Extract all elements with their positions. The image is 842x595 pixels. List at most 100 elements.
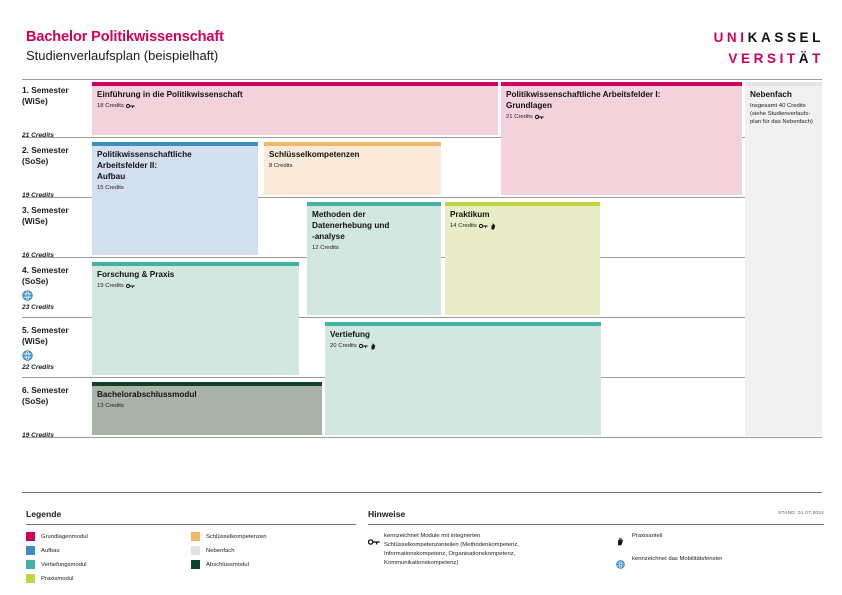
legend-swatch [26,560,35,569]
module-title: Praktikum [450,210,490,219]
hint-label: kennzeichnet das Mobilitätsfenster [632,556,723,562]
legend-label: Aufbau [41,547,60,554]
hinweise-rule [368,524,824,525]
module-title-line2: Grundlagen [506,100,552,110]
module-title: Nebenfach [750,90,792,99]
university-logo: UNIKASSEL VERSITÄT [714,28,824,70]
semester-2-name: 2. Semester [22,145,69,155]
module-color-bar [445,202,600,206]
semester-2-credits: 19 Credits [22,192,54,200]
hinweise: Hinweise STAND: 01.07.2024 kennzeichnet … [367,509,824,578]
page-title: Bachelor Politikwissenschaft [26,29,224,45]
row-divider-top [22,79,822,80]
semester-6-term: (SoSe) [22,396,49,407]
logo-kassel: KASSEL [747,30,824,45]
sidebar-item-semester-4: 4. Semester(SoSe) 23 Credits [22,265,88,311]
module-color-bar [92,142,258,146]
module-arbeitsfelder-2[interactable]: Politikwissenschaftliche Arbeitsfelder I… [92,142,258,255]
logo-uni: UNI [713,30,748,45]
hint-mobilitaetsfenster: kennzeichnet das Mobilitätsfenster [616,555,816,574]
hinweise-title: Hinweise [368,509,406,519]
legend-swatch [26,532,35,541]
legend-swatch [191,546,200,555]
module-color-bar [92,82,498,86]
module-title: Schlüsselkompetenzen [269,150,360,159]
legend-item-grundlagenmodul: Grundlagenmodul [26,532,191,541]
legend-swatch [26,574,35,583]
module-color-bar [92,262,299,266]
module-title-line1: Methoden der [312,210,366,219]
legend-swatch [191,532,200,541]
legend-label: Abschlussmodul [206,561,249,568]
semester-3-credits: 16 Credits [22,252,54,260]
hand-icon [491,223,496,230]
legend: Legende Grundlagenmodul Aufbau Vertiefun… [26,509,356,588]
module-arbeitsfelder-1[interactable]: Politikwissenschaftliche Arbeitsfelder I… [501,82,742,195]
legend-label: Praxismodul [41,575,74,582]
module-title-line2: Arbeitsfelder II: [97,160,158,170]
hand-icon [371,343,376,350]
module-praktikum[interactable]: Praktikum 14 Credits [445,202,600,315]
module-title-line2: Datenerhebung und [312,220,390,230]
hint-line-3: Informationskompetenz, Organisationskomp… [384,550,516,557]
row-divider-6 [22,437,822,438]
legend-column-right: Schlüsselkompetenzen Nebenfach Abschluss… [191,532,356,588]
module-forschung-praxis[interactable]: Forschung & Praxis 19 Credits [92,262,299,375]
logo-t: T [812,50,824,66]
module-schluesselkompetenzen[interactable]: Schlüsselkompetenzen 8 Credits [264,142,441,195]
module-credits: 15 Credits [97,184,124,191]
legend-title: Legende [26,509,62,519]
legend-item-vertiefungsmodul: Vertiefungsmodul [26,560,191,569]
semester-1-term: (WiSe) [22,96,48,107]
legend-rule [26,524,356,525]
legend-label: Vertiefungsmodul [41,561,87,568]
semester-5-name: 5. Semester [22,325,69,335]
row-divider-4 [22,317,822,318]
semester-5-term: (WiSe) [22,336,48,347]
semester-5-credits: 22 Credits [22,364,54,372]
hand-icon [616,532,632,551]
sidebar-item-semester-2: 2. Semester(SoSe) 19 Credits [22,145,88,199]
hint-line-4: Kommunikationskompetenz) [384,559,459,566]
sidebar-item-semester-5: 5. Semester(WiSe) 22 Credits [22,325,88,371]
legend-item-praxismodul: Praxismodul [26,574,191,583]
module-title-line1: Politikwissenschaftliche Arbeitsfelder I… [506,90,661,99]
module-methoden[interactable]: Methoden der Datenerhebung und -analyse … [307,202,441,315]
module-title-line1: Politikwissenschaftliche [97,150,192,159]
module-einfuehrung[interactable]: Einführung in die Politikwissenschaft 18… [92,82,498,135]
module-credits: 12 Credits [312,244,339,251]
key-icon [367,532,384,567]
semester-6-name: 6. Semester [22,385,69,395]
semester-3-term: (WiSe) [22,216,48,227]
semester-4-name: 4. Semester [22,265,69,275]
module-title: Einführung in die Politikwissenschaft [97,90,243,99]
module-credits: 13 Credits [97,402,124,409]
module-bachelorabschlussmodul[interactable]: Bachelorabschlussmodul 13 Credits [92,382,322,435]
module-credits: 14 Credits [450,222,477,229]
hint-praxisanteil: Praxisanteil [616,532,816,551]
key-icon [125,283,135,289]
legend-item-schluesselkompetenzen: Schlüsselkompetenzen [191,532,356,541]
module-credits: 19 Credits [97,282,124,289]
sidebar-item-semester-6: 6. Semester(SoSe) 19 Credits [22,385,88,439]
semester-4-term: (SoSe) [22,276,49,287]
module-title-line3: Aufbau [97,171,126,181]
legend-label: Nebenfach [206,547,235,554]
globe-icon [22,350,33,362]
module-vertiefung[interactable]: Vertiefung 20 Credits [325,322,601,435]
module-nebenfach[interactable]: Nebenfach Insgesamt 40 Credits (siehe St… [745,82,822,436]
module-credits: 21 Credits [506,113,533,120]
module-note-line2: plan für das Nebenfach) [750,119,813,126]
legend-swatch [26,546,35,555]
module-title: Vertiefung [330,330,371,339]
hinweise-column-left: kennzeichnet Module mit integrierten Sch… [367,532,616,578]
logo-umlaut-a: Ä [798,50,813,66]
semester-3-name: 3. Semester [22,205,69,215]
module-title: Forschung & Praxis [97,270,175,279]
module-title-line3: -analyse [312,231,345,241]
logo-line-1: UNIKASSEL [714,28,824,49]
key-icon [125,103,135,109]
semester-1-credits: 21 Credits [22,132,54,140]
globe-icon [22,290,33,302]
module-color-bar [501,82,742,86]
